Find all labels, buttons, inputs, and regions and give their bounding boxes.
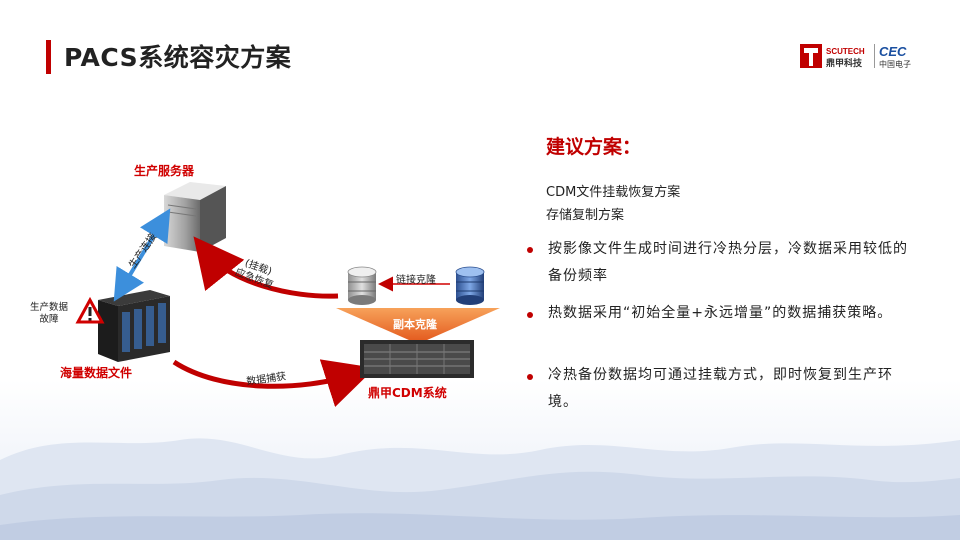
section-heading: 建议方案： (546, 136, 642, 158)
logo-brand-text: SCUTECH (826, 47, 865, 56)
warning-icon (75, 296, 105, 324)
company-logo: SCUTECH 鼎甲科技 CEC 中国电子 (800, 44, 911, 69)
bullet-text: 热数据采用“初始全量+永远增量”的数据捕获策略。 (548, 305, 893, 321)
copy-clone-funnel (336, 308, 500, 344)
data-files-label: 海量数据文件 (60, 366, 133, 380)
production-server-icon (164, 182, 226, 252)
data-capture-arrow (172, 359, 376, 407)
bullet-text: 冷热备份数据均可通过挂载方式，即时恢复到生产环境。 (548, 367, 893, 410)
page-title: PACS系统容灾方案 (64, 43, 292, 72)
logo-partner-text: CEC (879, 44, 907, 59)
bullet-dot (527, 312, 533, 318)
bullet-dot (527, 247, 533, 253)
logo-partner-cn-text: 中国电子 (879, 59, 911, 69)
bullet-dot (527, 374, 533, 380)
clone-database-icon (347, 266, 377, 305)
production-link-arrow (113, 208, 171, 302)
logo-brand-cn-text: 鼎甲科技 (826, 57, 863, 69)
recovery-arrow (193, 236, 339, 299)
bullet-text: 按影像文件生成时间进行冷热分层，冷数据采用较低的备份频率 (548, 241, 908, 284)
plan-item: 存储复制方案 (546, 208, 625, 223)
title-accent-bar (46, 40, 51, 74)
production-server-label: 生产服务器 (134, 164, 195, 178)
data-files-rack-icon (98, 290, 170, 362)
mountain-background (0, 380, 960, 540)
plan-item: CDM文件挂载恢复方案 (546, 185, 681, 200)
cdm-system-label: 鼎甲CDM系统 (368, 386, 447, 400)
link-clone-label: 链接克隆 (396, 275, 436, 286)
data-fault-label: 生产数据 故障 (30, 302, 69, 325)
scutech-logo-mark (800, 44, 822, 68)
cdm-storage-icon (360, 340, 474, 378)
source-database-icon (455, 266, 485, 305)
copy-clone-label: 副本克隆 (393, 318, 437, 331)
